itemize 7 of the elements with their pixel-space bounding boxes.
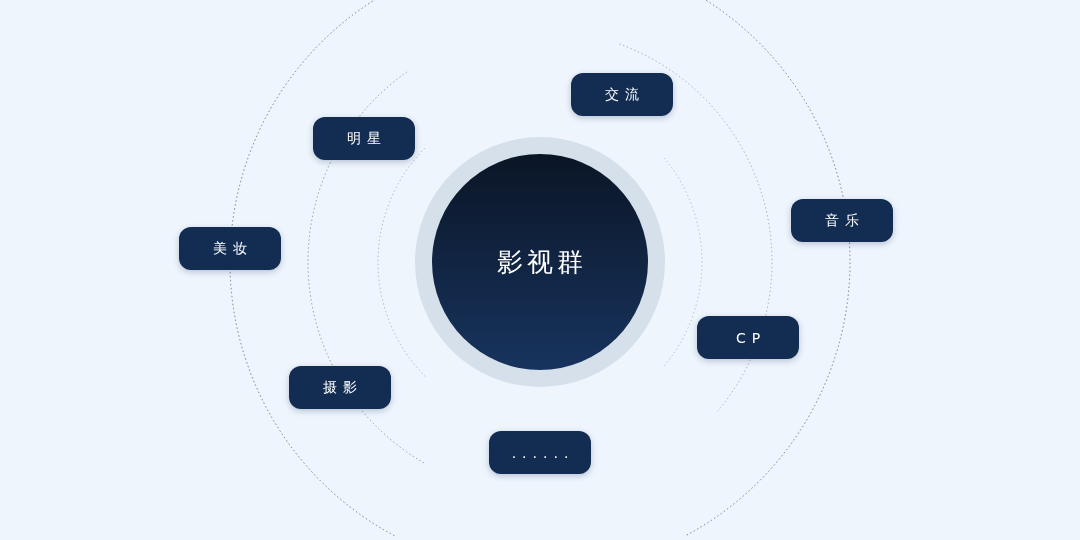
topic-pill: 摄影 bbox=[289, 366, 391, 409]
topic-pill: 明星 bbox=[313, 117, 415, 160]
topic-pill: ...... bbox=[489, 431, 591, 474]
topic-pill: 音乐 bbox=[791, 199, 893, 242]
topic-pill: 美妆 bbox=[179, 227, 281, 270]
topic-pill: 交流 bbox=[571, 73, 673, 116]
topic-pill: CP bbox=[697, 316, 799, 359]
